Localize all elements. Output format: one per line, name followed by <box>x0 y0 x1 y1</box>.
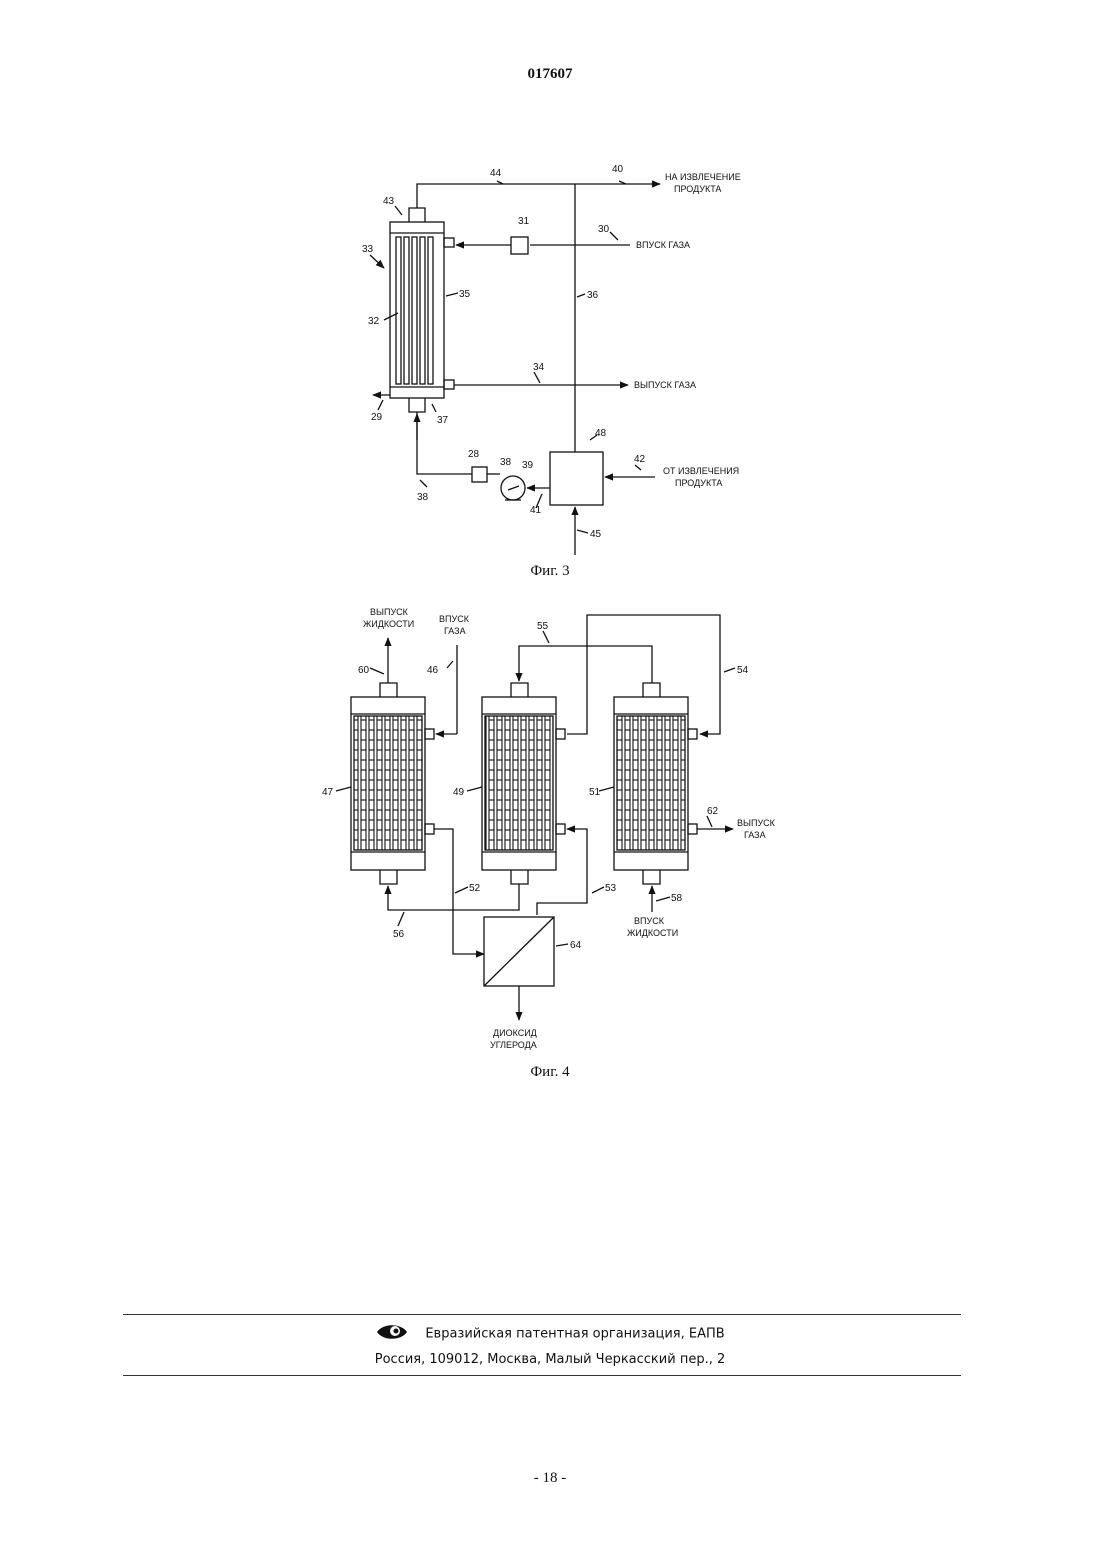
gas-inlet-label-2: ГАЗА <box>444 626 466 636</box>
footer-org-line: Евразийская патентная организация, ЕАПВ <box>0 1322 1100 1346</box>
footer-top-rule <box>123 1314 961 1315</box>
label-51: 51 <box>589 787 601 798</box>
gas-outlet-label-1: ВЫПУСК <box>737 818 776 828</box>
liquid-outlet-label-2: ЖИДКОСТИ <box>363 619 414 629</box>
figure-4-diagram: ВЫПУСК ЖИДКОСТИ ВПУСК ГАЗА 55 60 46 54 4… <box>0 590 1100 1060</box>
label-62: 62 <box>707 806 719 817</box>
figure-3-caption: Фиг. 3 <box>0 563 1100 580</box>
label-55: 55 <box>537 621 549 632</box>
org-name: Евразийская патентная организация, ЕАПВ <box>425 1327 724 1342</box>
label-37: 37 <box>437 415 449 426</box>
label-64: 64 <box>570 940 582 951</box>
label-39: 39 <box>522 460 534 471</box>
label-44: 44 <box>490 168 502 179</box>
label-49: 49 <box>453 787 465 798</box>
gas-inlet-label: ВПУСК ГАЗА <box>636 240 690 250</box>
label-42: 42 <box>634 454 646 465</box>
label-46: 46 <box>427 665 439 676</box>
device-31 <box>511 237 528 254</box>
figure-3-diagram: 44 40 НА ИЗВЛЕЧЕНИЕ ПРОДУКТА 43 31 30 ВП… <box>0 0 1100 560</box>
label-29: 29 <box>371 412 383 423</box>
label-58: 58 <box>671 893 683 904</box>
label-32: 32 <box>368 316 380 327</box>
label-40: 40 <box>612 164 624 175</box>
label-47: 47 <box>322 787 334 798</box>
label-60: 60 <box>358 665 370 676</box>
gas-inlet-label-1: ВПУСК <box>439 614 470 624</box>
label-52: 52 <box>469 883 481 894</box>
label-43: 43 <box>383 196 395 207</box>
liquid-inlet-label-1: ВПУСК <box>634 916 665 926</box>
label-48: 48 <box>595 428 607 439</box>
org-address: Россия, 109012, Москва, Малый Черкасский… <box>0 1352 1100 1367</box>
co2-label-2: УГЛЕРОДА <box>490 1040 537 1050</box>
gas-outlet-label-2: ГАЗА <box>744 830 766 840</box>
label-45: 45 <box>590 529 602 540</box>
to-product-label-2: ПРОДУКТА <box>674 184 721 194</box>
label-38-lower: 38 <box>417 492 429 503</box>
co2-label-1: ДИОКСИД <box>493 1028 537 1038</box>
to-product-label-1: НА ИЗВЛЕЧЕНИЕ <box>665 172 741 182</box>
label-56: 56 <box>393 929 405 940</box>
label-33: 33 <box>362 244 374 255</box>
label-28: 28 <box>468 449 480 460</box>
footer-bottom-rule <box>123 1375 961 1376</box>
from-product-label-1: ОТ ИЗВЛЕЧЕНИЯ <box>663 466 739 476</box>
liquid-outlet-label-1: ВЫПУСК <box>370 607 409 617</box>
label-34: 34 <box>533 362 545 373</box>
device-28 <box>472 467 487 482</box>
figure-4-caption: Фиг. 4 <box>0 1064 1100 1081</box>
label-30: 30 <box>598 224 610 235</box>
tank-48 <box>550 452 603 505</box>
liquid-inlet-label-2: ЖИДКОСТИ <box>627 928 678 938</box>
label-38-upper: 38 <box>500 457 512 468</box>
label-35: 35 <box>459 289 471 300</box>
page-number: - 18 - <box>0 1470 1100 1487</box>
label-54: 54 <box>737 665 749 676</box>
label-36: 36 <box>587 290 599 301</box>
eapo-logo-icon <box>375 1322 409 1346</box>
label-53: 53 <box>605 883 617 894</box>
gas-outlet-label: ВЫПУСК ГАЗА <box>634 380 696 390</box>
label-41: 41 <box>530 505 542 516</box>
from-product-label-2: ПРОДУКТА <box>675 478 722 488</box>
label-31: 31 <box>518 216 530 227</box>
